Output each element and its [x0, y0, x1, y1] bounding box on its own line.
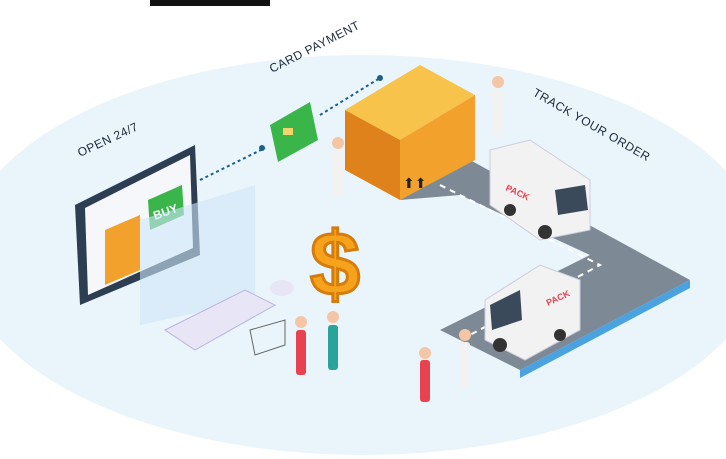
- arrows-up-icon: ⬆⬆: [403, 175, 426, 191]
- credit-card: [270, 102, 318, 162]
- package-box: ⬆⬆: [345, 65, 475, 200]
- computer-monitor: BUY: [75, 145, 255, 325]
- keyboard: [164, 289, 277, 351]
- people: [249, 76, 504, 402]
- cropped-heading-fragment: [150, 0, 270, 6]
- delivery-van-top: PACK: [489, 139, 591, 241]
- mouse: [270, 280, 294, 296]
- payment-flow-line: [199, 77, 381, 181]
- dollar-sign: $: [310, 215, 360, 315]
- delivery-van-bottom: PACK: [484, 264, 581, 361]
